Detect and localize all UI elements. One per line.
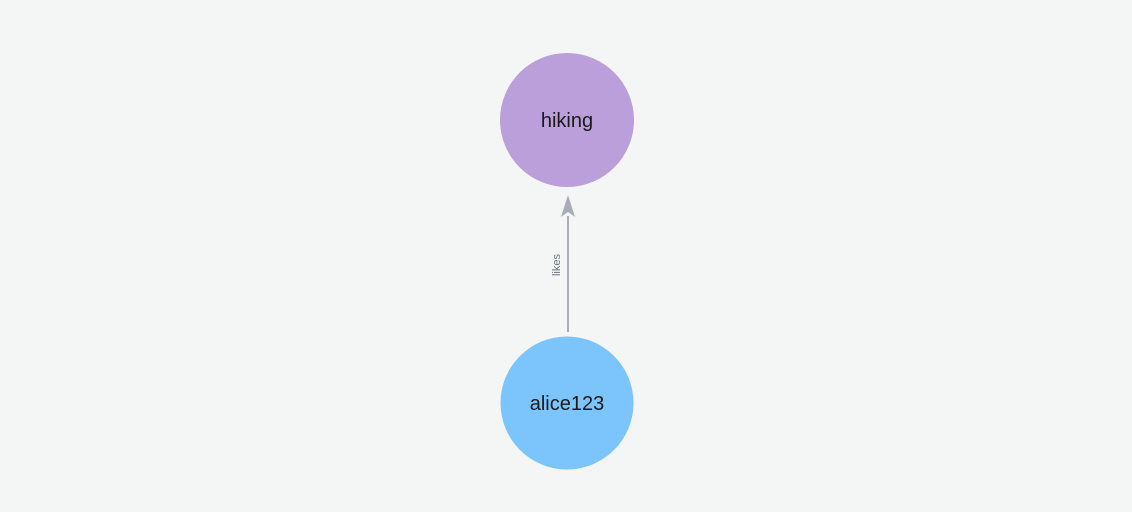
node-circle <box>500 53 634 187</box>
arrow-head-icon <box>561 195 575 217</box>
edge-alice123-likes-hiking[interactable]: likes <box>551 195 575 332</box>
node-circle <box>500 336 634 470</box>
node-hiking[interactable]: hiking <box>500 53 634 187</box>
edge-label: likes <box>551 254 563 277</box>
node-label: alice123 <box>530 393 605 415</box>
node-alice123[interactable]: alice123 <box>500 336 634 470</box>
node-label: hiking <box>541 110 593 132</box>
